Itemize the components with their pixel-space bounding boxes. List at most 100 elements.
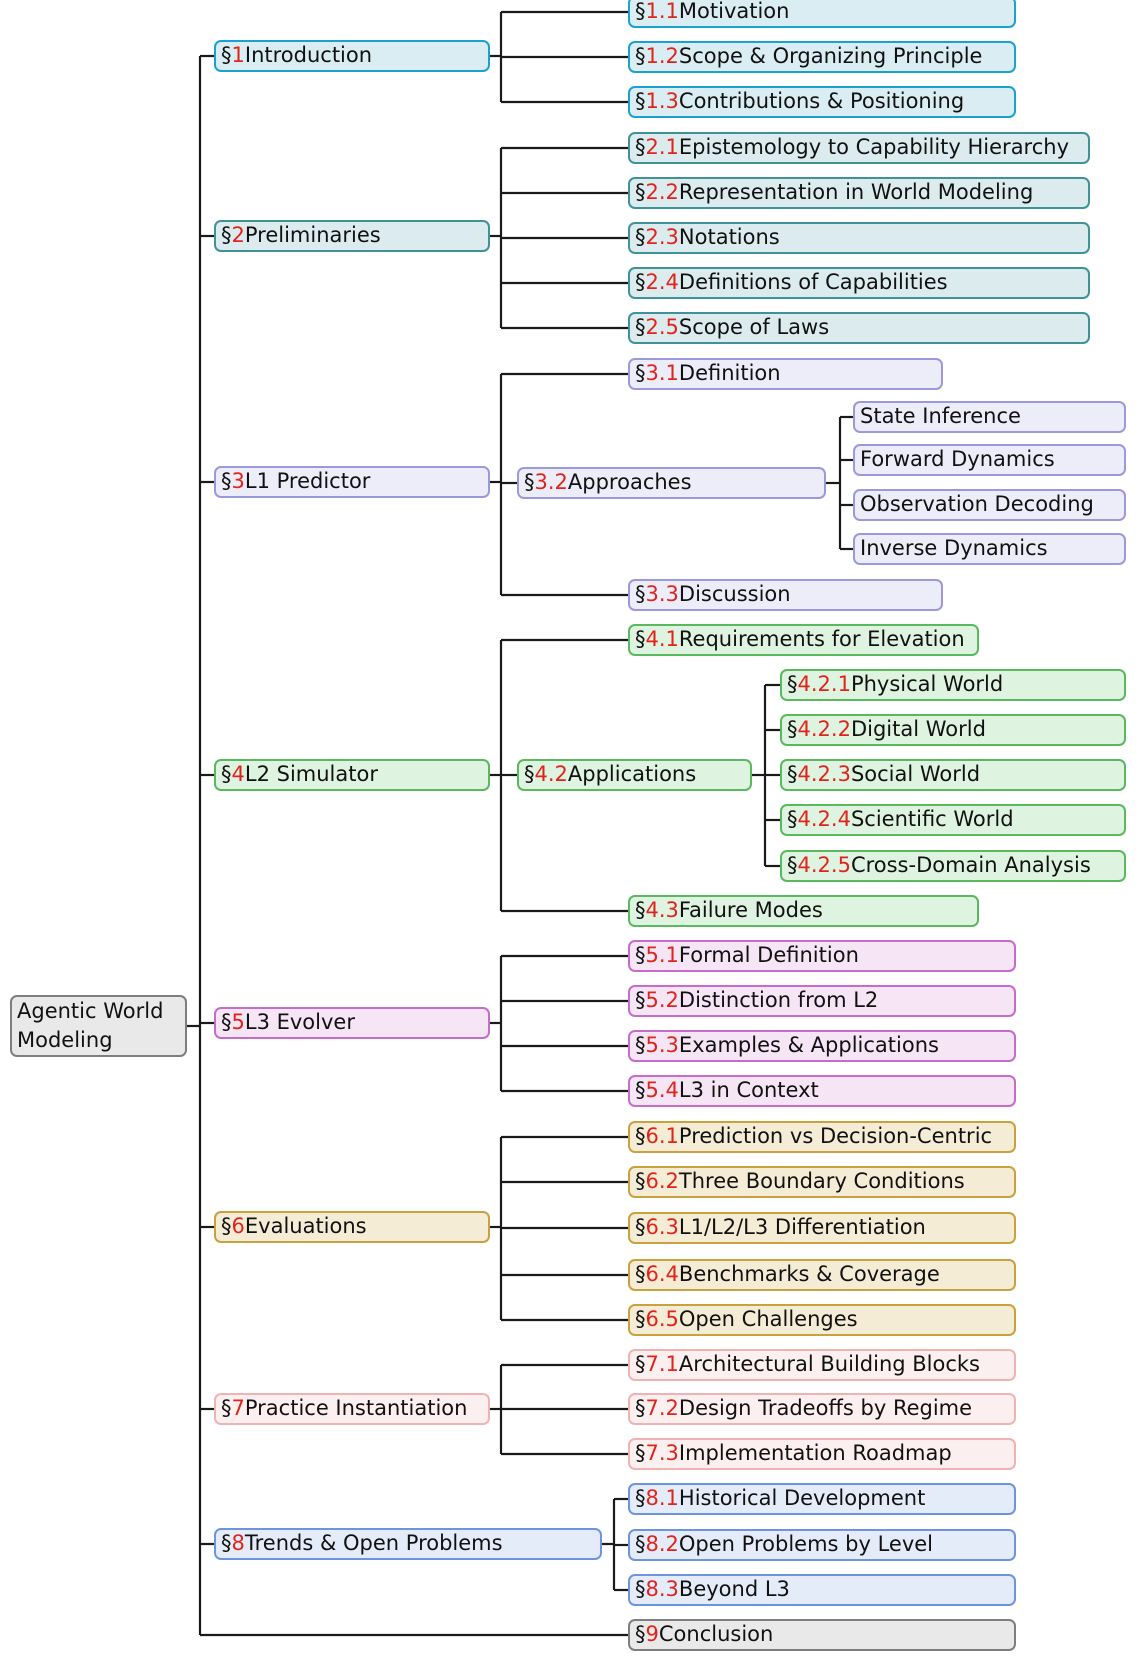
subsection-3.3-node[interactable]: §3.3 Discussion [628, 579, 943, 611]
section-symbol: § [635, 361, 646, 386]
subsection-6.1-node[interactable]: §6.1 Prediction vs Decision-Centric [628, 1121, 1016, 1153]
subsection-8.3-node[interactable]: §8.3 Beyond L3 [628, 1574, 1016, 1606]
section-number: 6.3 [645, 1215, 679, 1240]
section-symbol: § [635, 1577, 646, 1602]
section-number: 4 [231, 762, 245, 787]
subsection-5.3-node[interactable]: §5.3 Examples & Applications [628, 1030, 1016, 1062]
subsection-6.4-node[interactable]: §6.4 Benchmarks & Coverage [628, 1259, 1016, 1291]
subsection-1.3-node[interactable]: §1.3 Contributions & Positioning [628, 86, 1016, 118]
section-symbol: § [635, 582, 646, 607]
subsection-7.2-node[interactable]: §7.2 Design Tradeoffs by Regime [628, 1393, 1016, 1425]
section-number: 2.4 [645, 270, 679, 295]
section-symbol: § [221, 1010, 232, 1035]
section-8-node[interactable]: §8 Trends & Open Problems [214, 1528, 602, 1560]
section-symbol: § [635, 180, 646, 205]
section-symbol: § [524, 470, 535, 495]
section-title: Beyond L3 [678, 1577, 790, 1602]
subsection-4.2.4-node[interactable]: §4.2.4 Scientific World [780, 804, 1126, 836]
subsection-5.2-node[interactable]: §5.2 Distinction from L2 [628, 985, 1016, 1017]
section-symbol: § [635, 1262, 646, 1287]
subsection-6.2-node[interactable]: §6.2 Three Boundary Conditions [628, 1166, 1016, 1198]
section-symbol: § [221, 1214, 232, 1239]
section-number: 4.2.4 [797, 807, 851, 832]
section-6-node[interactable]: §6 Evaluations [214, 1211, 490, 1243]
section-title: Practice Instantiation [244, 1396, 468, 1421]
section-title: Definitions of Capabilities [678, 270, 948, 295]
section-title: Contributions & Positioning [678, 89, 965, 114]
section-symbol: § [635, 1169, 646, 1194]
section-symbol: § [635, 0, 646, 24]
leaf-state-inference[interactable]: State Inference [853, 401, 1126, 433]
section-title: Applications [567, 762, 697, 787]
subsection-2.3-node[interactable]: §2.3 Notations [628, 222, 1090, 254]
subsection-1.1-node[interactable]: §1.1 Motivation [628, 0, 1016, 28]
section-4-node[interactable]: §4 L2 Simulator [214, 759, 490, 791]
section-title: Scope & Organizing Principle [678, 44, 983, 69]
section-symbol: § [635, 270, 646, 295]
section-title: Examples & Applications [678, 1033, 939, 1058]
subsection-2.2-node[interactable]: §2.2 Representation in World Modeling [628, 177, 1090, 209]
section-title: Evaluations [244, 1214, 367, 1239]
section-5-node[interactable]: §5 L3 Evolver [214, 1007, 490, 1039]
section-symbol: § [787, 807, 798, 832]
subsection-4.2.2-node[interactable]: §4.2.2 Digital World [780, 714, 1126, 746]
section-7-node[interactable]: §7 Practice Instantiation [214, 1393, 490, 1425]
subsection-3.1-node[interactable]: §3.1 Definition [628, 358, 943, 390]
section-number: 8.1 [645, 1486, 679, 1511]
section-title: Notations [678, 225, 780, 250]
subsection-4.1-node[interactable]: §4.1 Requirements for Elevation [628, 624, 979, 656]
subsection-3.2-node[interactable]: §3.2 Approaches [517, 467, 826, 499]
section-title: Definition [678, 361, 781, 386]
subsection-8.1-node[interactable]: §8.1 Historical Development [628, 1483, 1016, 1515]
subsection-6.5-node[interactable]: §6.5 Open Challenges [628, 1304, 1016, 1336]
section-symbol: § [524, 762, 535, 787]
section-symbol: § [635, 315, 646, 340]
section-number: 6.1 [645, 1124, 679, 1149]
section-3-node[interactable]: §3 L1 Predictor [214, 466, 490, 498]
section-1-node[interactable]: §1 Introduction [214, 40, 490, 72]
section-number: 9 [645, 1622, 659, 1647]
leaf-observation-decoding[interactable]: Observation Decoding [853, 489, 1126, 521]
subsection-6.3-node[interactable]: §6.3 L1/L2/L3 Differentiation [628, 1212, 1016, 1244]
section-title: Introduction [244, 43, 373, 68]
section-title: Prediction vs Decision-Centric [678, 1124, 993, 1149]
subsection-2.1-node[interactable]: §2.1 Epistemology to Capability Hierarch… [628, 132, 1090, 164]
section-symbol: § [221, 1396, 232, 1421]
section-9-node[interactable]: §9 Conclusion [628, 1619, 1016, 1651]
subsection-2.5-node[interactable]: §2.5 Scope of Laws [628, 312, 1090, 344]
section-symbol: § [635, 1532, 646, 1557]
section-number: 8.3 [645, 1577, 679, 1602]
leaf-inverse-dynamics[interactable]: Inverse Dynamics [853, 533, 1126, 565]
subsection-5.4-node[interactable]: §5.4 L3 in Context [628, 1075, 1016, 1107]
subsection-4.3-node[interactable]: §4.3 Failure Modes [628, 895, 979, 927]
section-number: 5.1 [645, 943, 679, 968]
subsection-4.2.1-node[interactable]: §4.2.1 Physical World [780, 669, 1126, 701]
section-number: 6.5 [645, 1307, 679, 1332]
subsection-4.2.5-node[interactable]: §4.2.5 Cross-Domain Analysis [780, 850, 1126, 882]
subsection-7.3-node[interactable]: §7.3 Implementation Roadmap [628, 1438, 1016, 1470]
section-2-node[interactable]: §2 Preliminaries [214, 220, 490, 252]
section-number: 7.1 [645, 1352, 679, 1377]
root-node[interactable]: Agentic World Modeling [10, 995, 187, 1057]
section-number: 4.2.2 [797, 717, 851, 742]
section-number: 4.2.1 [797, 672, 851, 697]
section-title: Physical World [850, 672, 1004, 697]
section-number: 5.2 [645, 988, 679, 1013]
section-title: L1/L2/L3 Differentiation [678, 1215, 926, 1240]
section-number: 8.2 [645, 1532, 679, 1557]
subsection-2.4-node[interactable]: §2.4 Definitions of Capabilities [628, 267, 1090, 299]
section-title: State Inference [860, 404, 1021, 429]
subsection-7.1-node[interactable]: §7.1 Architectural Building Blocks [628, 1349, 1016, 1381]
section-title: Cross-Domain Analysis [850, 853, 1091, 878]
subsection-8.2-node[interactable]: §8.2 Open Problems by Level [628, 1529, 1016, 1561]
section-number: 1.2 [645, 44, 679, 69]
subsection-4.2.3-node[interactable]: §4.2.3 Social World [780, 759, 1126, 791]
section-title: Scientific World [850, 807, 1014, 832]
subsection-5.1-node[interactable]: §5.1 Formal Definition [628, 940, 1016, 972]
subsection-1.2-node[interactable]: §1.2 Scope & Organizing Principle [628, 41, 1016, 73]
section-title: Open Problems by Level [678, 1532, 934, 1557]
leaf-forward-dynamics[interactable]: Forward Dynamics [853, 444, 1126, 476]
section-title: Scope of Laws [678, 315, 830, 340]
